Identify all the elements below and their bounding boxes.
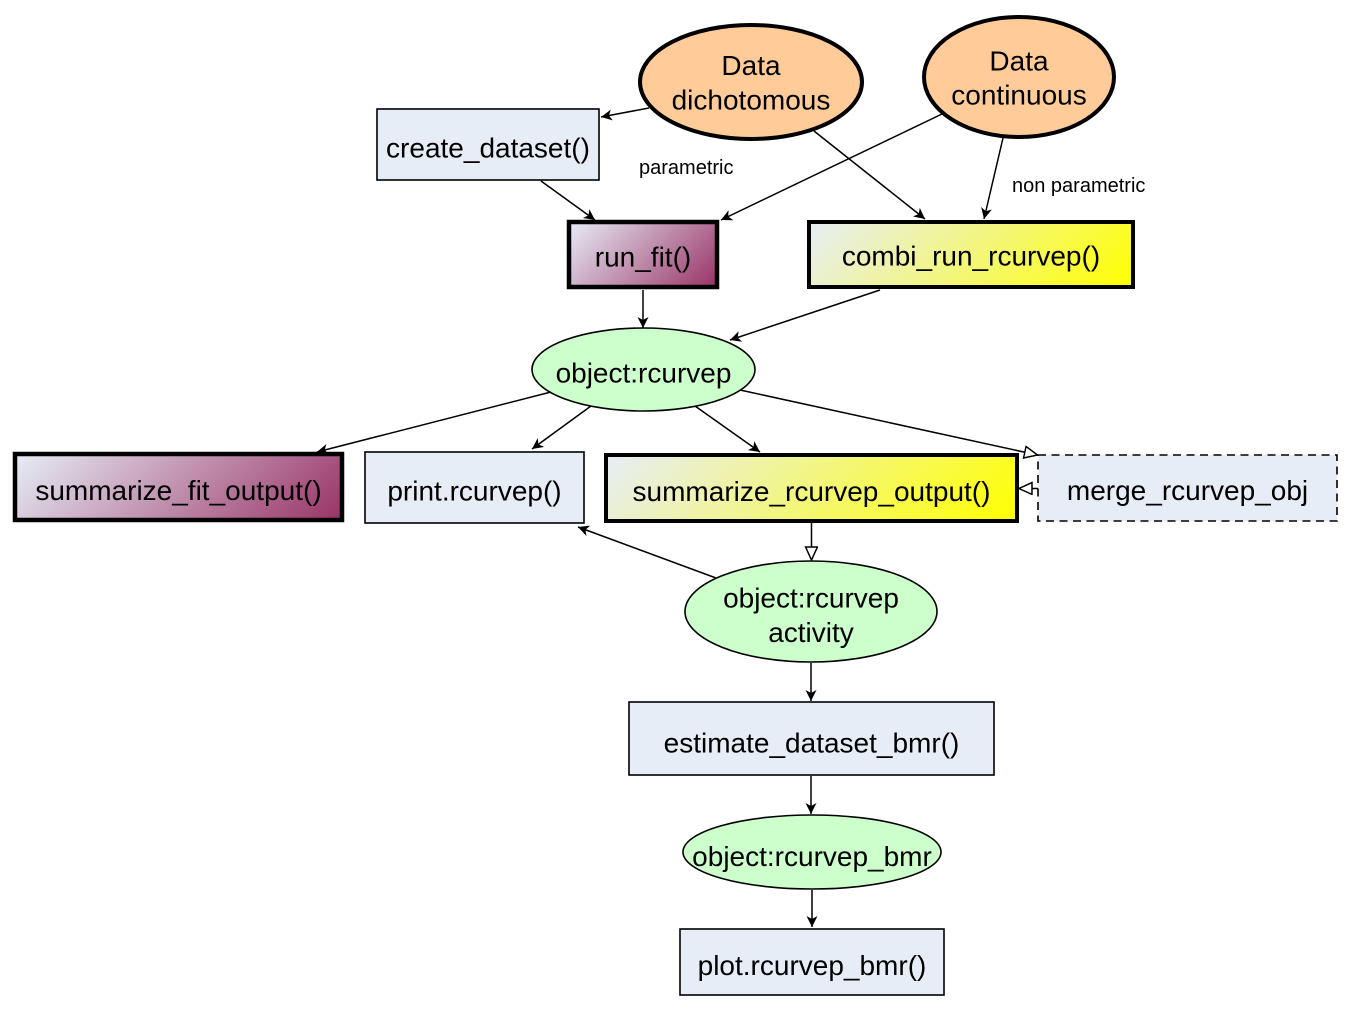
svg-text:merge_rcurvep_obj: merge_rcurvep_obj <box>1067 475 1308 506</box>
svg-text:object:rcurvep: object:rcurvep <box>723 583 899 614</box>
svg-text:activity: activity <box>768 617 854 648</box>
svg-text:object:rcurvep: object:rcurvep <box>556 358 732 389</box>
svg-text:summarize_fit_output(): summarize_fit_output() <box>35 475 321 506</box>
svg-text:continuous: continuous <box>951 80 1086 111</box>
svg-text:estimate_dataset_bmr(): estimate_dataset_bmr() <box>664 728 960 759</box>
svg-text:parametric: parametric <box>639 157 733 179</box>
svg-text:non parametric: non parametric <box>1012 175 1145 197</box>
svg-text:run_fit(): run_fit() <box>595 242 691 273</box>
svg-text:plot.rcurvep_bmr(): plot.rcurvep_bmr() <box>698 950 927 981</box>
svg-text:Data: Data <box>989 46 1049 77</box>
svg-text:Data: Data <box>721 50 781 81</box>
svg-text:combi_run_rcurvep(): combi_run_rcurvep() <box>842 241 1100 272</box>
svg-text:create_dataset(): create_dataset() <box>386 133 590 164</box>
svg-text:dichotomous: dichotomous <box>672 85 831 116</box>
svg-text:summarize_rcurvep_output(): summarize_rcurvep_output() <box>633 476 991 507</box>
svg-text:print.rcurvep(): print.rcurvep() <box>387 476 561 507</box>
svg-text:object:rcurvep_bmr: object:rcurvep_bmr <box>692 841 932 872</box>
